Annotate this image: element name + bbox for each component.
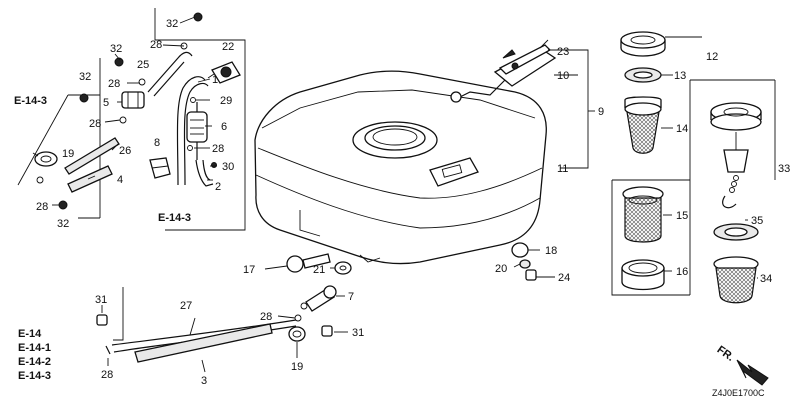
fuel-cap-assembly-33 — [710, 102, 762, 209]
washer-21 — [334, 261, 352, 275]
callout-18: 18 — [545, 245, 557, 257]
callout-11: 11 — [557, 163, 568, 175]
grommet-19-top — [34, 151, 58, 167]
callout-23: 23 — [557, 46, 569, 58]
front-direction-arrow: FR. — [715, 344, 769, 386]
drain-bolt-17 — [286, 253, 331, 273]
callout-28: 28 — [89, 118, 101, 130]
fuel-valve-22 — [207, 61, 241, 84]
callout-1: 1 — [212, 74, 218, 86]
callout-7: 7 — [348, 291, 354, 303]
callout-labels: 32 28 22 32 25 1 32 28 29 5 6 28 8 28 26… — [36, 18, 790, 387]
callout-15: 15 — [676, 210, 688, 222]
callout-32: 32 — [166, 18, 178, 30]
callout-30: 30 — [222, 161, 234, 173]
callout-32: 32 — [57, 218, 69, 230]
left-group-bracket — [17, 8, 246, 231]
small-clips — [36, 12, 217, 210]
callout-24: 24 — [558, 272, 570, 284]
callout-34: 34 — [760, 273, 772, 285]
callout-28: 28 — [108, 78, 120, 90]
callout-17: 17 — [243, 264, 255, 276]
diagram-code: Z4J0E1700C — [712, 388, 765, 398]
callout-8: 8 — [154, 137, 160, 149]
callout-3: 3 — [201, 375, 207, 387]
callout-6: 6 — [221, 121, 227, 133]
callout-12: 12 — [706, 51, 718, 63]
callout-31: 31 — [352, 327, 364, 339]
callout-10: 10 — [557, 70, 569, 82]
callout-32: 32 — [79, 71, 91, 83]
reference-e14-3-bottom: E-14-3 — [18, 370, 51, 382]
reference-e14-3-left: E-14-3 — [14, 95, 47, 107]
callout-19: 19 — [62, 148, 74, 160]
section-references: E-14-3 E-14-3 E-14 E-14-1 E-14-2 E-14-3 — [14, 95, 191, 382]
strainer-ring-16 — [621, 259, 665, 291]
clip-8 — [149, 157, 171, 179]
callout-2: 2 — [215, 181, 221, 193]
callout-29: 29 — [220, 95, 232, 107]
reference-e14-2: E-14-2 — [18, 356, 51, 368]
callout-20: 20 — [495, 263, 507, 275]
front-label: FR. — [715, 344, 736, 364]
hose-4 — [67, 165, 113, 193]
callout-25: 25 — [137, 59, 149, 71]
reference-e14-1: E-14-1 — [18, 342, 51, 354]
callout-19: 19 — [291, 361, 303, 373]
valve-5 — [121, 91, 145, 109]
callout-28: 28 — [36, 201, 48, 213]
callout-22: 22 — [222, 41, 234, 53]
nut-31 — [96, 314, 333, 337]
leader-lines — [32, 16, 758, 373]
reference-e14-3-mid: E-14-3 — [158, 212, 191, 224]
callout-28: 28 — [101, 369, 113, 381]
bottom-bracket — [113, 287, 124, 341]
callout-5: 5 — [103, 97, 109, 109]
callout-13: 13 — [674, 70, 686, 82]
callout-28: 28 — [212, 143, 224, 155]
fuel-tank — [254, 70, 547, 265]
callout-9: 9 — [598, 106, 604, 118]
fuel-tube-25 — [147, 51, 193, 97]
strainer-14 — [624, 96, 662, 154]
strainer-34 — [713, 256, 759, 304]
callout-33: 33 — [778, 163, 790, 175]
hose-3 — [134, 323, 273, 363]
callout-28: 28 — [260, 311, 272, 323]
strainer-15 — [622, 186, 664, 243]
callout-14: 14 — [676, 123, 688, 135]
fuel-tube-2 — [195, 159, 214, 187]
callout-27: 27 — [180, 300, 192, 312]
fuel-joint-7 — [300, 285, 337, 312]
fuel-filter-6 — [186, 102, 208, 160]
callout-21: 21 — [313, 264, 325, 276]
cushion-18-20-24 — [511, 242, 537, 281]
callout-35: 35 — [751, 215, 763, 227]
grommet-19-bottom — [288, 326, 306, 342]
gasket-35 — [713, 223, 759, 241]
fuel-tube-1 — [176, 76, 209, 186]
reference-e14: E-14 — [18, 328, 42, 340]
hose-26 — [64, 137, 120, 175]
callout-26: 26 — [119, 145, 131, 157]
fuel-cap-12 — [620, 31, 666, 57]
callout-31: 31 — [95, 294, 107, 306]
callout-4: 4 — [117, 174, 123, 186]
right-group-bracket — [611, 79, 776, 296]
callout-16: 16 — [676, 266, 688, 278]
gasket-13 — [624, 67, 662, 83]
fuel-gauge — [450, 39, 557, 103]
callout-28: 28 — [150, 39, 162, 51]
callout-32: 32 — [110, 43, 122, 55]
